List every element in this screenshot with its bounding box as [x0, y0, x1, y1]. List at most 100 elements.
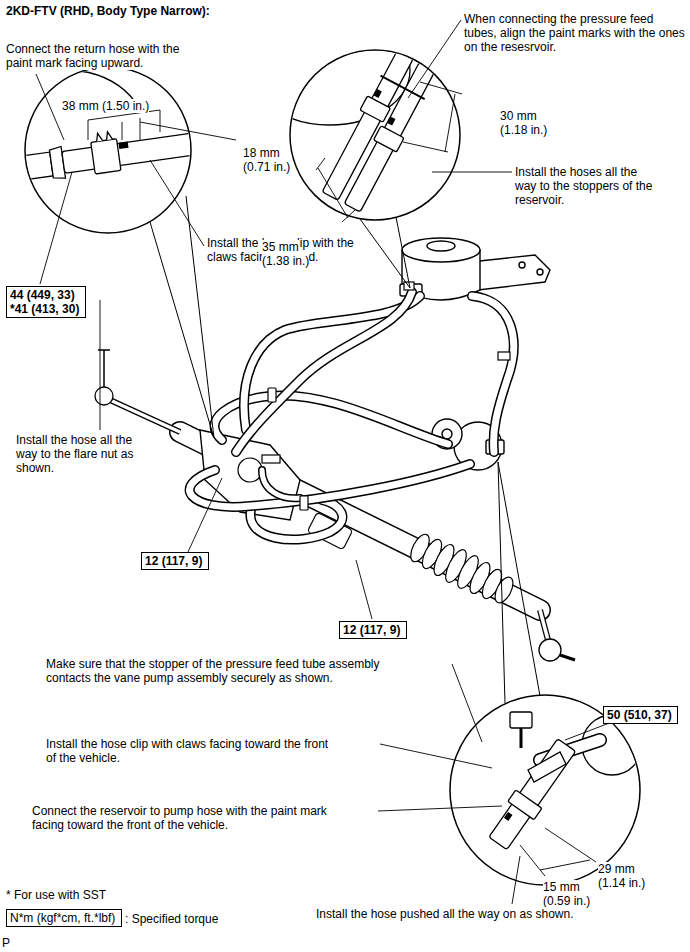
reservoir [400, 238, 550, 300]
torque-value: N*m (kgf*cm, ft.*lbf) [10, 911, 118, 925]
hose [262, 470, 300, 498]
detail-pump-fitting [485, 712, 642, 853]
label-wrap: Install the hose pushed all the way on a… [316, 907, 574, 921]
label-wrap: When connecting the pressure feed tubes,… [464, 12, 686, 54]
steering-rack [540, 610, 548, 640]
leader-line [512, 856, 520, 904]
label-wrap: Install the hose clip with claws facing … [46, 737, 341, 765]
hose [236, 292, 412, 452]
label-wrap: * For use with SST [6, 888, 106, 902]
note: Install the hose all the way to the flar… [16, 433, 133, 475]
steering-rack [560, 655, 575, 660]
steering-rack [110, 400, 180, 432]
note: Install the hoses all the way to the sto… [515, 165, 652, 207]
detail-return-hose [119, 142, 128, 148]
steering-rack [491, 574, 516, 605]
hose-clip [262, 282, 510, 510]
leader-line [100, 300, 101, 430]
hose-clip [300, 496, 308, 510]
hose [236, 292, 412, 452]
reservoir [427, 241, 455, 251]
legend-note: : Specified torque [125, 912, 218, 926]
leader-line [565, 722, 612, 740]
reservoir [519, 262, 525, 268]
hose [190, 292, 514, 539]
steering-rack [539, 639, 561, 661]
dimension-line [520, 828, 596, 876]
torque-value: 50 (510, 37) [607, 708, 674, 722]
detail-reservoir-hoses [374, 126, 404, 152]
detail-pump-fitting [508, 790, 542, 820]
torque-box: 50 (510, 37) [603, 706, 678, 724]
note: Connect the reservoir to pump hose with … [32, 804, 327, 832]
detail-pointer [150, 196, 540, 703]
hose-clip [268, 388, 276, 402]
dimension-line [316, 82, 462, 222]
leader-line [356, 560, 372, 619]
dimension-line [520, 828, 596, 876]
label-wrap: 29 mm (1.14 in.) [598, 862, 656, 890]
leader-line [452, 664, 482, 742]
detail-reservoir-hoses [250, 15, 439, 214]
label-wrap: Install the hoses all the way to the sto… [515, 165, 657, 207]
steering-rack [95, 387, 113, 405]
torque-box: 12 (117, 9) [141, 552, 209, 570]
detail-pump-fitting [505, 813, 512, 820]
steering-rack [110, 400, 180, 432]
dimension-line [88, 110, 160, 140]
label-wrap: 38 mm (1.50 in.) [62, 99, 149, 113]
label-wrap: P [2, 936, 10, 950]
page-mark: P [2, 936, 10, 950]
label-wrap: Connect the reservoir to pump hose with … [32, 804, 332, 832]
torque-value: 12 (117, 9) [343, 623, 403, 637]
torque-value: 44 (449, 33) [10, 288, 82, 302]
dimension: 29 mm (1.14 in.) [598, 862, 645, 890]
label-wrap: 30 mm (1.18 in.) [500, 109, 558, 137]
title-wrap: 2KD-FTV (RHD, Body Type Narrow): [6, 4, 210, 18]
dimension: 35 mm (1.38 in.) [262, 240, 309, 268]
hose [190, 464, 470, 507]
detail-pointer [150, 196, 214, 438]
detail-return-hose [91, 139, 121, 174]
detail-pump-fitting [528, 752, 566, 782]
torque-value: *41 (413, 30) [10, 302, 82, 316]
detail-return-hose [20, 152, 53, 180]
detail-pointer [498, 462, 540, 703]
diagram-title: 2KD-FTV (RHD, Body Type Narrow): [6, 4, 210, 18]
label-wrap: 18 mm (0.71 in.) [243, 146, 301, 174]
detail-pump-fitting [520, 728, 523, 748]
reservoir [537, 269, 543, 275]
torque-box: 44 (449, 33)*41 (413, 30) [6, 286, 86, 318]
detail-pump-fitting [489, 739, 576, 850]
label-wrap: Make sure that the stopper of the pressu… [46, 657, 421, 685]
dimension-line [316, 158, 355, 222]
dimension-line [88, 110, 236, 140]
detail-pointer [360, 217, 410, 288]
dimension: 15 mm (0.59 in.) [543, 880, 590, 908]
label-wrap: Install the hose all the way to the flar… [16, 433, 151, 475]
hose [262, 470, 300, 498]
label-wrap: 15 mm (0.59 in.) [543, 880, 601, 908]
note: Make sure that the stopper of the pressu… [46, 657, 380, 685]
dimension: 38 mm (1.50 in.) [62, 99, 149, 113]
reservoir [402, 238, 480, 262]
hose [472, 296, 514, 452]
reservoir [470, 255, 550, 290]
torque-box: 12 (117, 9) [339, 621, 407, 639]
torque-value: 12 (117, 9) [145, 554, 205, 568]
leader-line [188, 478, 222, 552]
dimension: 30 mm (1.18 in.) [500, 109, 547, 137]
leader-line [432, 172, 512, 173]
steering-rack [540, 610, 548, 640]
detail-reservoir-hoses [388, 118, 394, 125]
detail-return-hose [96, 131, 113, 141]
legend-box: N*m (kgf*cm, ft.*lbf) [6, 909, 122, 927]
leader-line [378, 806, 502, 811]
detail-reservoir-hoses [250, 15, 410, 125]
label-wrap: 35 mm (1.38 in.) [262, 240, 320, 268]
leader-line [36, 74, 64, 140]
leader-line [380, 744, 492, 768]
leader-line [40, 172, 72, 284]
leader-line [36, 20, 612, 904]
